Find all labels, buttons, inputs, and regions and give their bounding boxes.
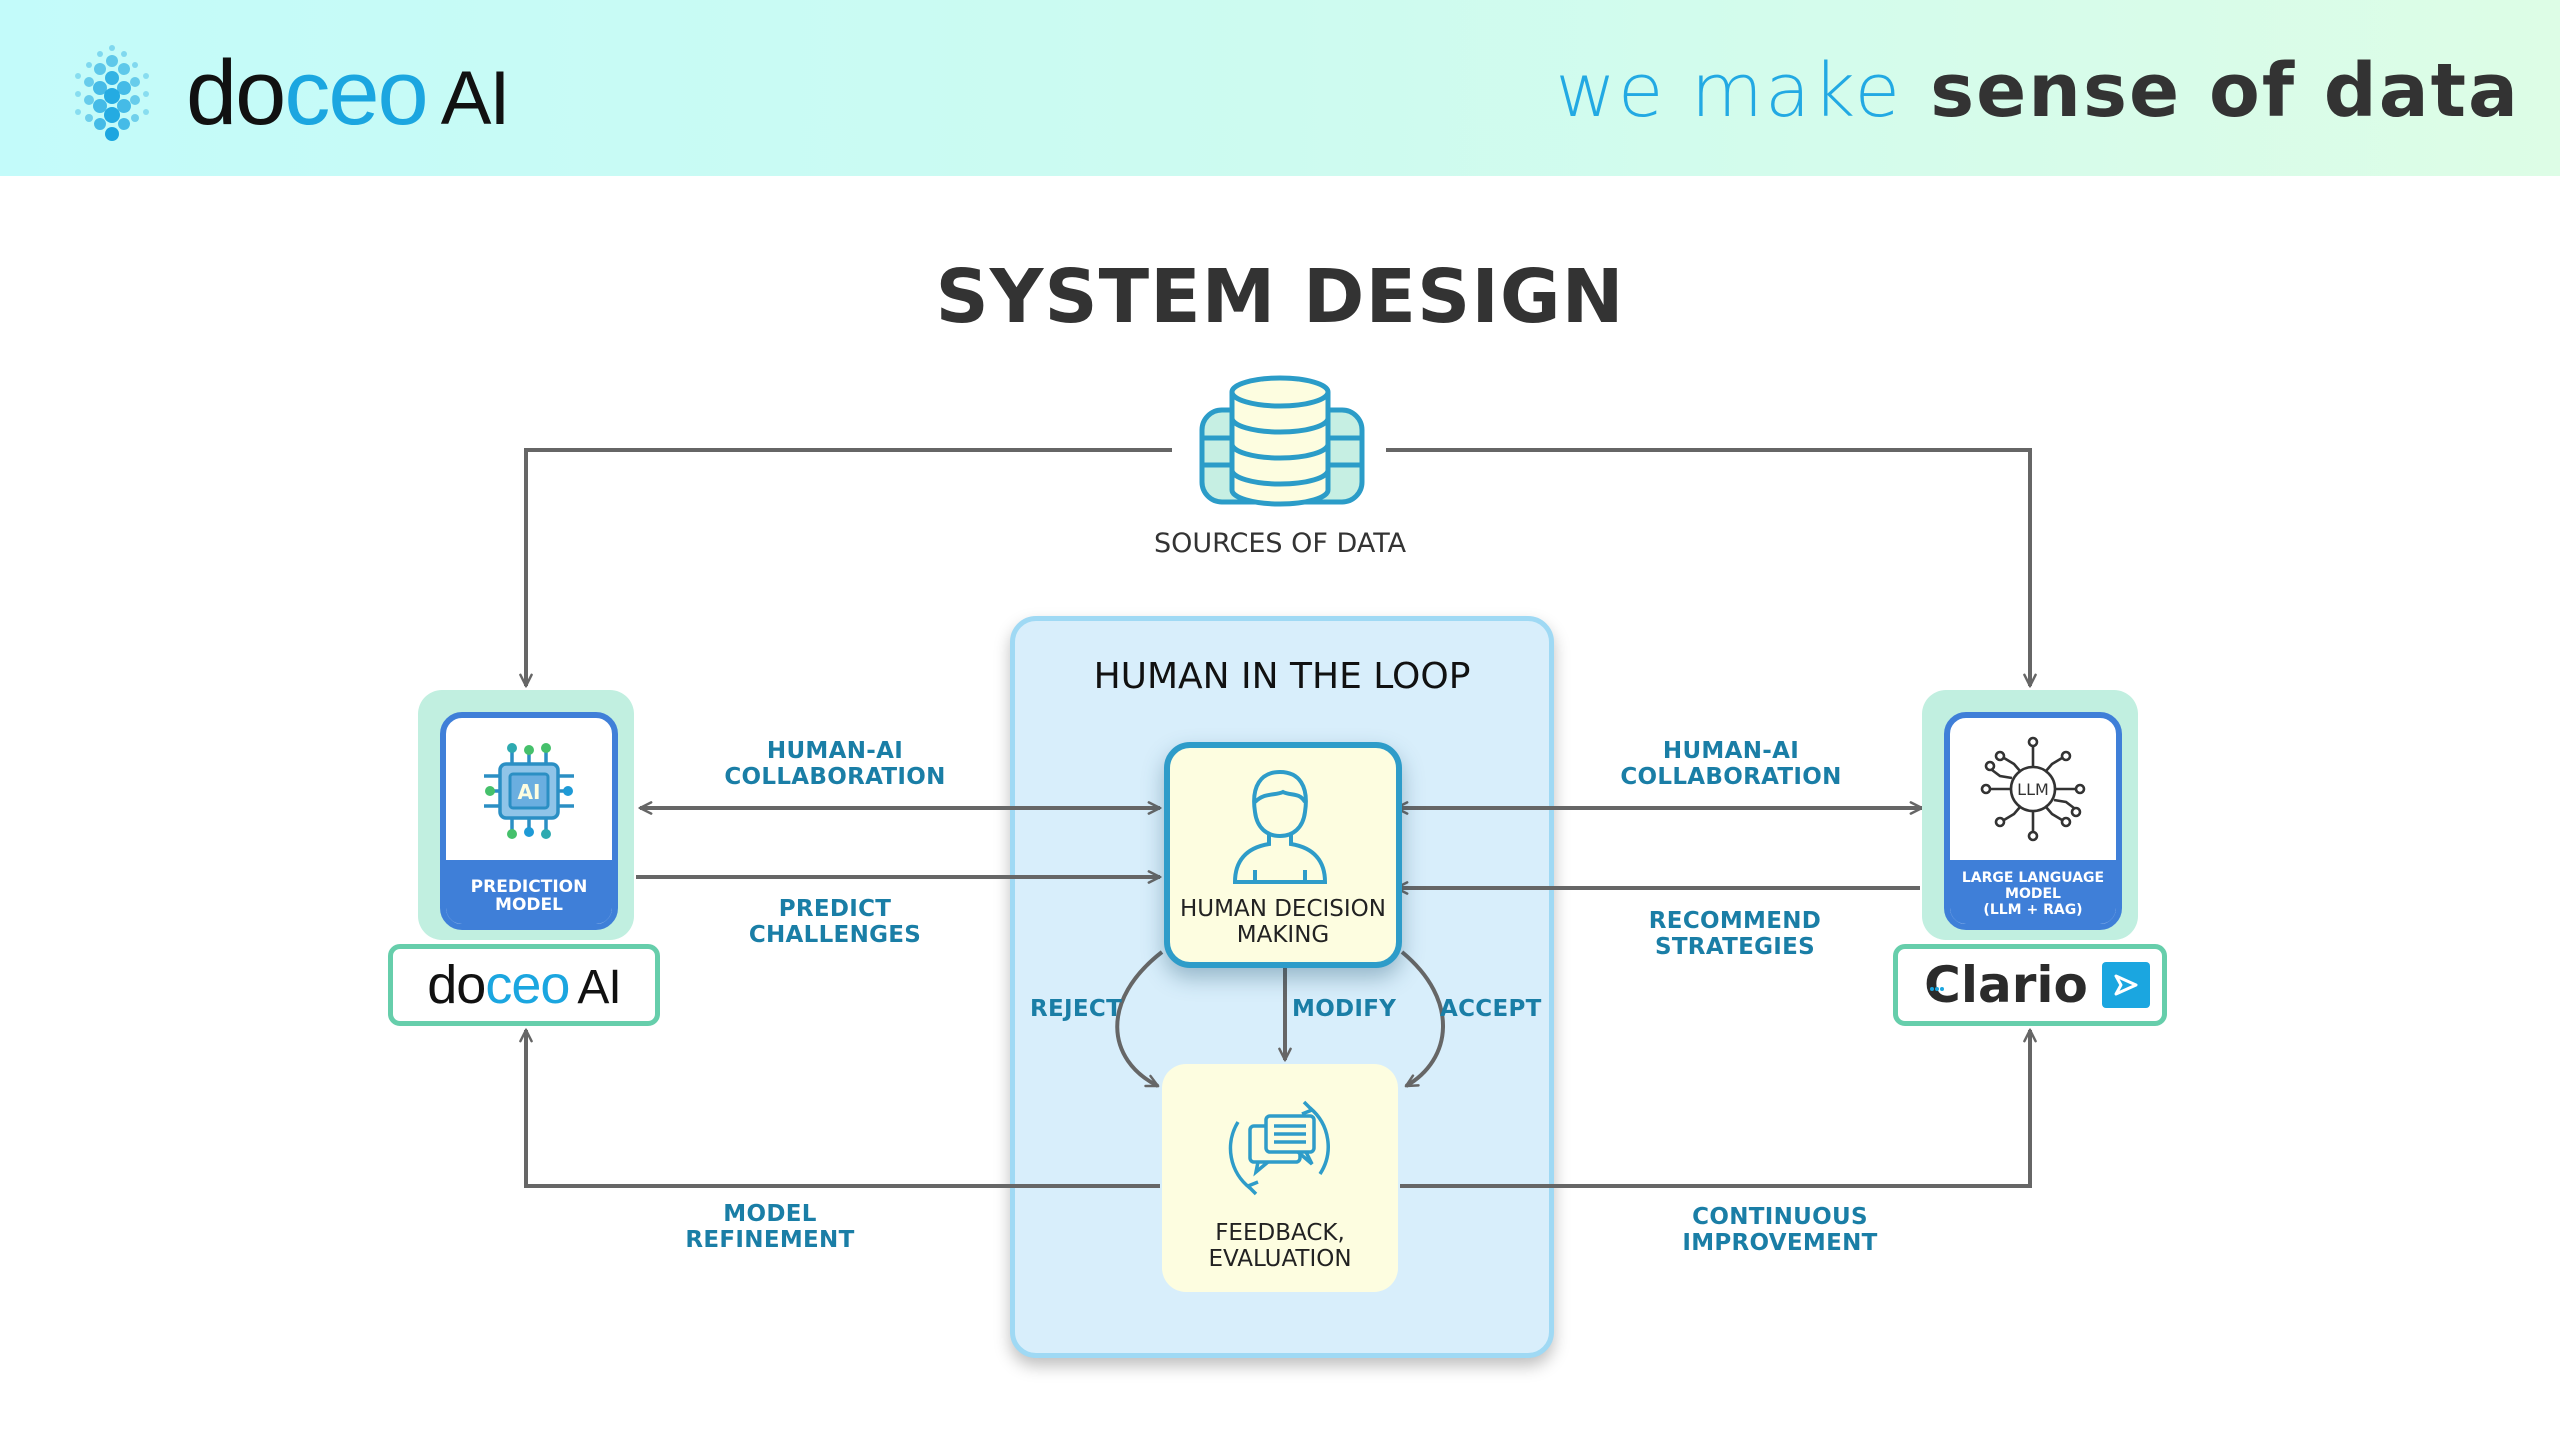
chip-text: LLM (2017, 780, 2049, 799)
feedback-label-line1: FEEDBACK, (1215, 1220, 1345, 1246)
accept-label: ACCEPT (1440, 996, 1542, 1022)
left-collaboration-line2: COLLABORATION (724, 764, 946, 790)
database-icon (1199, 375, 1365, 507)
prediction-model-card[interactable]: AI PREDICTION MODEL (440, 712, 618, 930)
tagline: we make sense of data (1555, 48, 2520, 134)
tagline-part1: we make (1555, 48, 1903, 134)
feedback-chat-icon (1228, 1100, 1330, 1196)
continuous-improvement-line2: IMPROVEMENT (1682, 1230, 1878, 1256)
arrow-continuous-improvement (1400, 1030, 2030, 1188)
chat-dots-icon (1930, 987, 1945, 991)
right-collaboration-label: HUMAN-AI COLLABORATION (1586, 738, 1876, 790)
human-decision-label-line1: HUMAN DECISION (1179, 896, 1386, 922)
page-title: SYSTEM DESIGN (935, 254, 1625, 340)
continuous-improvement-label: CONTINUOUS IMPROVEMENT (1640, 1204, 1920, 1256)
arrow-sources-to-prediction (526, 448, 1172, 686)
tagline-part2: sense of data (1930, 48, 2520, 134)
arrow-reject (1115, 950, 1164, 1088)
doceo-logo-ceo: ceo (485, 955, 570, 1015)
human-decision-label-line2: MAKING (1236, 922, 1330, 948)
send-icon (2101, 962, 2150, 1008)
recommend-strategies-line2: STRATEGIES (1654, 934, 1816, 960)
continuous-improvement-line1: CONTINUOUS (1692, 1204, 1868, 1230)
clario-wordmark: Clario (1924, 956, 2088, 1014)
predict-challenges-line1: PREDICT (778, 896, 892, 922)
left-collaboration-line1: HUMAN-AI (766, 738, 904, 764)
chip-text: AI (518, 780, 541, 804)
dot-sphere-icon (75, 45, 149, 141)
feedback-evaluation-node[interactable] (1162, 1064, 1398, 1292)
feedback-label-line2: EVALUATION (1208, 1246, 1352, 1272)
arrow-model-refinement (526, 1030, 1160, 1188)
brand-part-do: do (186, 42, 286, 144)
clario-logo-box[interactable]: Clario (1893, 944, 2167, 1026)
model-refinement-label: MODEL REFINEMENT (630, 1201, 910, 1253)
feedback-label: FEEDBACK, EVALUATION (1162, 1220, 1398, 1272)
prediction-model-band (446, 860, 612, 924)
modify-label: MODIFY (1292, 996, 1397, 1022)
llm-name-line3: (LLM + RAG) (1983, 902, 2083, 918)
llm-name: LARGE LANGUAGE MODEL (LLM + RAG) (1950, 870, 2116, 918)
left-collaboration-label: HUMAN-AI COLLABORATION (690, 738, 980, 790)
brand-part-ceo: ceo (284, 42, 428, 144)
ai-chip-icon: AI (484, 743, 574, 839)
doceo-logo-do: do (427, 955, 486, 1015)
llm-band (1950, 860, 2116, 924)
clario-logo: Clario (1910, 956, 2150, 1014)
prediction-model-name-line1: PREDICTION (470, 877, 588, 897)
prediction-model-name-line2: MODEL (495, 895, 563, 915)
llm-name-line2: MODEL (2005, 886, 2061, 902)
model-refinement-line2: REFINEMENT (685, 1227, 855, 1253)
sources-of-data-label: SOURCES OF DATA (1153, 528, 1407, 559)
llm-network-icon: LLM (1980, 736, 2086, 842)
llm-name-line1: LARGE LANGUAGE (1961, 870, 2105, 886)
model-refinement-line1: MODEL (723, 1201, 817, 1227)
predict-challenges-label: PREDICT CHALLENGES (690, 896, 980, 948)
human-decision-node[interactable] (1164, 742, 1402, 968)
llm-card[interactable]: LLM LARGE LANGUAGE MODEL (LLM + RAG) (1944, 712, 2122, 930)
person-icon (1232, 769, 1328, 884)
reject-label: REJECT (1030, 996, 1123, 1022)
recommend-strategies-label: RECOMMEND STRATEGIES (1590, 908, 1880, 960)
human-in-the-loop-title: HUMAN IN THE LOOP (1093, 656, 1471, 697)
right-collaboration-line2: COLLABORATION (1620, 764, 1842, 790)
predict-challenges-line2: CHALLENGES (748, 922, 922, 948)
brand-part-ai: AI (440, 56, 511, 141)
doceo-logo-ai: AI (577, 961, 621, 1014)
prediction-model-name: PREDICTION MODEL (446, 878, 612, 914)
right-collaboration-line1: HUMAN-AI (1662, 738, 1800, 764)
arrow-sources-to-llm (1386, 448, 2030, 686)
recommend-strategies-line1: RECOMMEND (1648, 908, 1822, 934)
human-decision-label: HUMAN DECISION MAKING (1164, 896, 1402, 948)
arrow-accept (1400, 950, 1445, 1088)
